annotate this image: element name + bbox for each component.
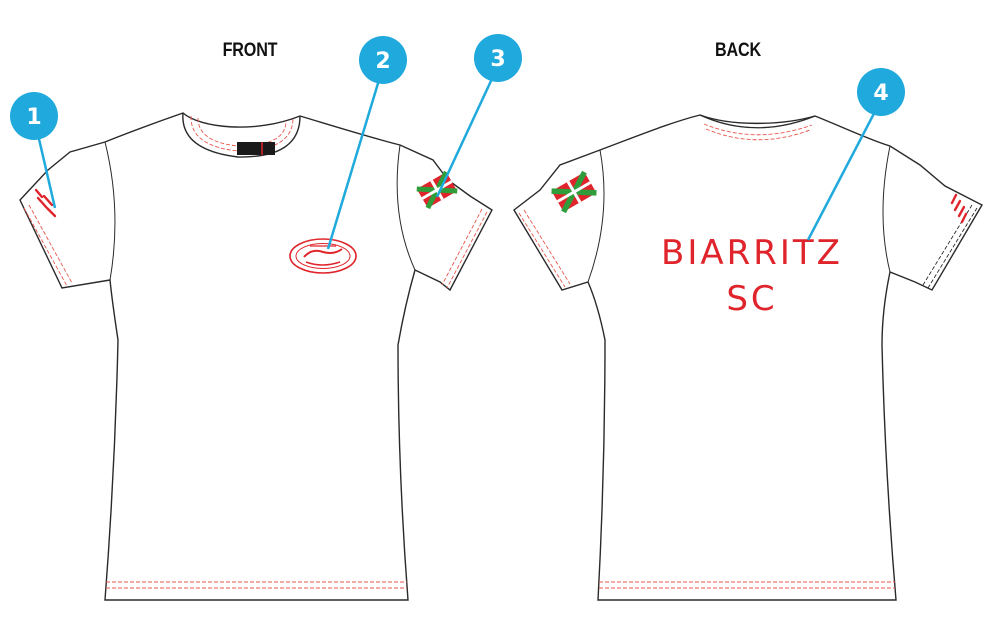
- back-right-armhole-seam: [882, 145, 891, 273]
- callout-3-number: 3: [490, 47, 505, 72]
- basque-flag-icon: [551, 170, 597, 214]
- back-left-sleeve-hem-stitch-2: [523, 209, 571, 285]
- callout-4-number: 4: [873, 81, 888, 106]
- front-view-title: FRONT: [222, 40, 278, 61]
- back-collar: [699, 114, 816, 129]
- back-view-title: BACK: [715, 40, 761, 61]
- callout-1-number: 1: [26, 105, 41, 130]
- front-right-sleeve-hem-stitch-2: [441, 208, 483, 286]
- back-print-line2: SC: [726, 279, 777, 319]
- callout-3-leader: [435, 67, 499, 198]
- callout-1: 1: [10, 92, 58, 209]
- back-left-sleeve-hem-stitch-1: [518, 212, 566, 288]
- callout-3: 3: [435, 34, 522, 198]
- callout-4-badge: [857, 68, 905, 116]
- front-left-armhole-seam: [104, 141, 116, 281]
- basque-flag-icon: [416, 170, 458, 210]
- oval-logo-icon: [289, 238, 357, 274]
- callout-1-leader: [34, 125, 57, 209]
- front-sleeve-brand-print: [34, 188, 57, 218]
- back-right-sleeve-hem-stitch-1: [927, 207, 978, 289]
- front-right-sleeve-hem-stitch-1: [446, 211, 488, 289]
- front-left-sleeve-hem-stitch-2: [28, 204, 73, 284]
- back-collar-stitch-1: [703, 123, 813, 136]
- back-left-armhole-seam: [587, 149, 605, 283]
- front-right-armhole-seam: [396, 144, 416, 271]
- callout-4: 4: [806, 68, 905, 241]
- callout-2: 2: [326, 36, 407, 250]
- front-collar: [182, 112, 301, 158]
- callout-3-badge: [474, 34, 522, 82]
- back-sleeve-brand-print: [950, 193, 968, 224]
- neck-label-icon: [237, 142, 275, 155]
- callout-1-badge: [10, 92, 58, 140]
- callout-4-leader: [806, 101, 882, 241]
- callout-2-number: 2: [375, 49, 390, 74]
- front-body-outline: [19, 112, 493, 601]
- front-left-sleeve-hem-stitch-1: [23, 207, 68, 287]
- back-print-line1: BIARRITZ: [661, 233, 843, 273]
- front-shirt: [19, 112, 493, 601]
- callout-2-leader: [326, 69, 384, 250]
- callout-2-badge: [359, 36, 407, 84]
- back-shirt: BIARRITZ SC: [513, 114, 983, 601]
- back-body-outline: [513, 114, 983, 601]
